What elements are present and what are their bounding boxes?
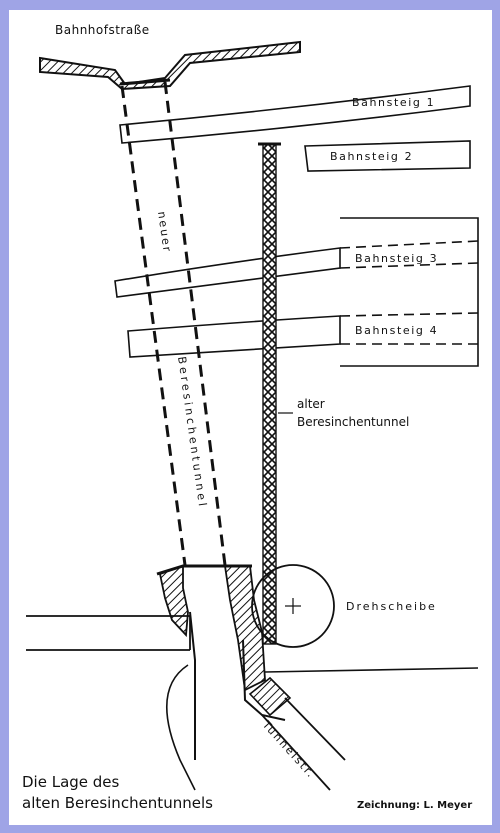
label-old-tunnel-b: Beresinchentunnel: [297, 415, 409, 429]
label-platform-1: Bahnsteig 1: [352, 96, 435, 109]
label-platform-4: Bahnsteig 4: [355, 324, 438, 337]
platform-3: [114, 240, 479, 298]
left-road: [26, 615, 196, 791]
platform-1: [119, 85, 471, 144]
old-tunnel: [258, 142, 281, 645]
label-new-tunnel-a: neuer: [155, 211, 174, 254]
label-platform-3: Bahnsteig 3: [355, 252, 438, 265]
caption-line-2: alten Beresinchentunnels: [22, 794, 213, 812]
tunnel-portal: [156, 564, 346, 791]
street-top-wall: [39, 40, 301, 91]
label-street-bottom: Tunnelstr.: [259, 718, 318, 782]
platform-4: [127, 312, 479, 358]
platform-2: [304, 140, 471, 172]
credit: Zeichnung: L. Meyer: [357, 800, 472, 811]
label-new-tunnel-b: Beresinchentunnel: [175, 356, 209, 510]
label-turntable: Drehscheibe: [346, 600, 437, 613]
label-platform-2: Bahnsteig 2: [330, 150, 413, 163]
rail-line: [264, 667, 479, 673]
caption-line-1: Die Lage des: [22, 773, 120, 791]
label-street-top: Bahnhofstraße: [55, 23, 150, 37]
new-tunnel: [120, 81, 227, 566]
label-old-tunnel-a: alter: [297, 397, 325, 411]
platform-block: [340, 217, 479, 367]
